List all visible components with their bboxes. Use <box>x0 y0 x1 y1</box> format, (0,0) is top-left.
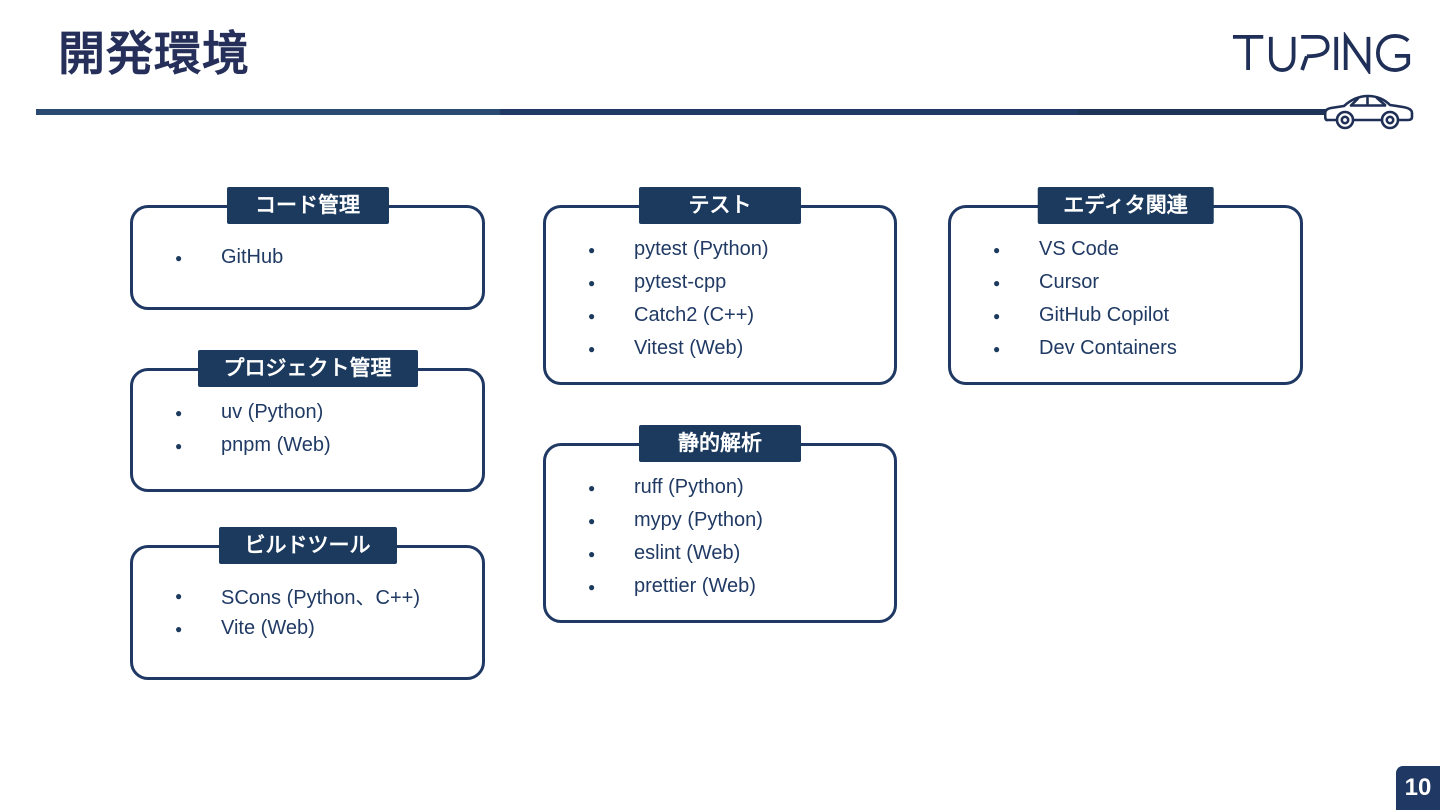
title-underline-segment <box>36 109 502 115</box>
list-item: ● GitHub Copilot <box>951 299 1290 332</box>
tool-list: ● ruff (Python) ● mypy (Python) ● eslint (Web… <box>546 446 894 603</box>
list-item: ● uv (Python) <box>133 396 472 429</box>
list-item: ● prettier (Web) <box>546 570 884 603</box>
item-label: Vite (Web) <box>221 617 315 639</box>
title-underline-segment <box>500 109 1080 115</box>
tool-list: ● SCons (Python、C++) ● Vite (Web) <box>133 548 482 645</box>
category-box: コード管理 ● GitHub <box>130 187 485 310</box>
group-project-management: プロジェクト管理 ● uv (Python) ● pnpm (Web) <box>130 350 485 492</box>
list-item: ● pnpm (Web) <box>133 429 472 462</box>
category-box: エディタ関連 ● VS Code ● Cursor ● GitHub Copilot ● De… <box>948 187 1303 385</box>
bullet-icon: ● <box>993 308 1001 323</box>
list-item: ● GitHub <box>133 241 472 274</box>
category-badge: 静的解析 <box>639 425 801 462</box>
item-label: VS Code <box>1039 238 1120 260</box>
group-static-analysis: 静的解析 ● ruff (Python) ● mypy (Python) ● eslint… <box>543 425 897 623</box>
bullet-icon: ● <box>993 341 1001 356</box>
category-badge: ビルドツール <box>218 527 397 564</box>
category-badge: コード管理 <box>226 187 389 224</box>
item-label: Vitest (Web) <box>634 337 744 359</box>
tool-list: ● uv (Python) ● pnpm (Web) <box>133 371 482 462</box>
category-badge: テスト <box>639 187 801 224</box>
item-label: eslint (Web) <box>634 542 741 564</box>
bullet-icon: ● <box>993 242 1001 257</box>
tool-list: ● GitHub <box>133 208 482 274</box>
page-title: 開発環境 <box>58 27 250 80</box>
bullet-icon: ● <box>175 588 183 603</box>
bullet-icon: ● <box>993 275 1001 290</box>
tool-list: ● VS Code ● Cursor ● GitHub Copilot ● Dev Conta… <box>951 208 1300 365</box>
list-item: ● Catch2 (C++) <box>546 299 884 332</box>
car-icon <box>1324 88 1414 132</box>
bullet-icon: ● <box>588 275 596 290</box>
bullet-icon: ● <box>175 405 183 420</box>
list-item: ● VS Code <box>951 233 1290 266</box>
group-test: テスト ● pytest (Python) ● pytest-cpp ● Catch2 (… <box>543 187 897 385</box>
bullet-icon: ● <box>588 242 596 257</box>
item-label: mypy (Python) <box>634 509 763 531</box>
item-label: prettier (Web) <box>634 575 756 597</box>
category-box: プロジェクト管理 ● uv (Python) ● pnpm (Web) <box>130 350 485 492</box>
category-badge: プロジェクト管理 <box>197 350 418 387</box>
title-underline-segment <box>1078 109 1326 115</box>
item-label: uv (Python) <box>221 401 324 423</box>
list-item: ● ruff (Python) <box>546 471 884 504</box>
tool-list: ● pytest (Python) ● pytest-cpp ● Catch2 (C++)… <box>546 208 894 365</box>
bullet-icon: ● <box>175 438 183 453</box>
item-label: SCons (Python、C++) <box>221 587 420 609</box>
bullet-icon: ● <box>588 308 596 323</box>
list-item: ● pytest-cpp <box>546 266 884 299</box>
category-box: テスト ● pytest (Python) ● pytest-cpp ● Catch2 (… <box>543 187 897 385</box>
bullet-icon: ● <box>588 341 596 356</box>
bullet-icon: ● <box>588 579 596 594</box>
item-label: pytest (Python) <box>634 238 769 260</box>
item-label: GitHub Copilot <box>1039 304 1170 326</box>
bullet-icon: ● <box>588 546 596 561</box>
group-build-tools: ビルドツール ● SCons (Python、C++) ● Vite (Web) <box>130 527 485 680</box>
item-label: GitHub <box>221 246 284 268</box>
item-label: Catch2 (C++) <box>634 304 755 326</box>
bullet-icon: ● <box>175 621 183 636</box>
category-box: 静的解析 ● ruff (Python) ● mypy (Python) ● eslint… <box>543 425 897 623</box>
list-item: ● eslint (Web) <box>546 537 884 570</box>
item-label: pnpm (Web) <box>221 434 331 456</box>
item-label: Dev Containers <box>1039 337 1177 359</box>
turing-logo <box>1232 32 1412 74</box>
bullet-icon: ● <box>588 480 596 495</box>
group-editor-related: エディタ関連 ● VS Code ● Cursor ● GitHub Copilot ● De… <box>948 187 1303 385</box>
list-item: ● Vite (Web) <box>133 612 472 645</box>
list-item: ● mypy (Python) <box>546 504 884 537</box>
list-item: ● Cursor <box>951 266 1290 299</box>
category-box: ビルドツール ● SCons (Python、C++) ● Vite (Web) <box>130 527 485 680</box>
group-code-management: コード管理 ● GitHub <box>130 187 485 310</box>
bullet-icon: ● <box>588 513 596 528</box>
bullet-icon: ● <box>175 250 183 265</box>
list-item: ● SCons (Python、C++) <box>133 579 472 612</box>
item-label: ruff (Python) <box>634 476 744 498</box>
item-label: Cursor <box>1039 271 1100 293</box>
list-item: ● pytest (Python) <box>546 233 884 266</box>
page-number-badge: 10 <box>1396 766 1440 810</box>
category-badge: エディタ関連 <box>1037 187 1214 224</box>
item-label: pytest-cpp <box>634 271 727 293</box>
list-item: ● Vitest (Web) <box>546 332 884 365</box>
list-item: ● Dev Containers <box>951 332 1290 365</box>
